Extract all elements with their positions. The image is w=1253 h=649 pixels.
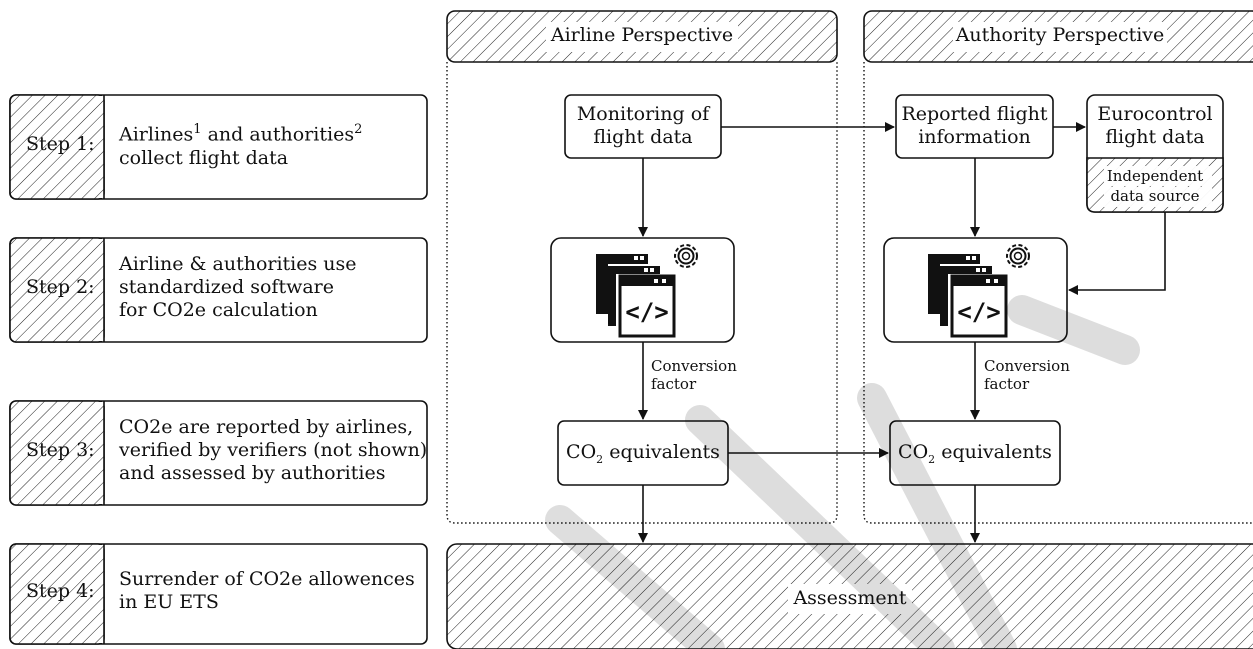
airline-conversion-line2: factor [651,375,697,394]
authority-conversion-factor: Conversion factor [984,357,1070,394]
step-4-line2: in EU ETS [119,591,219,614]
step-1-airlines: Airlines [119,123,194,146]
airline-co2-subscript: 2 [596,452,604,466]
eurocontrol-box [1086,94,1224,213]
step-2-text: Airline & authorities use standardized s… [119,253,357,323]
airline-software-box [550,237,735,343]
authority-conversion-line1: Conversion [984,357,1070,375]
step-3-line3: and assessed by authorities [119,462,386,485]
step-2-label: Step 2: [26,276,95,298]
step-4-line1: Surrender of CO2e allowences [119,568,415,590]
authority-perspective-panel [863,10,1253,524]
step-2-line3: for CO2e calculation [119,299,318,322]
reported-line2: information [918,126,1031,149]
airline-perspective-title: Airline Perspective [550,24,734,46]
eurocontrol-line2: flight data [1105,126,1205,149]
independent-line2: data source [1110,186,1200,205]
authority-conversion-line2: factor [984,375,1030,394]
step-2-line1: Airline & authorities use [119,253,357,275]
step-1-box [9,94,428,200]
step-3-line2: verified by verifiers (not shown) [119,439,428,462]
step-3-label: Step 3: [26,439,95,461]
step-3-line1: CO2e are reported by airlines, [119,416,414,438]
reported-flight-text: Reported flight information [896,103,1053,149]
step-1-line2: collect flight data [119,146,289,169]
airline-conversion-factor: Conversion factor [651,357,737,394]
airline-co2-label: CO2 equivalents [558,441,728,466]
step-4-text: Surrender of CO2e allowences in EU ETS [119,568,415,614]
monitoring-line1: Monitoring of [576,103,710,125]
step-4-box [9,543,428,645]
arrow-eurocontrol-to-software [1068,212,1166,295]
footnote-1: 1 [193,122,202,137]
airline-co2-prefix: CO [566,441,597,463]
step-3-box [9,400,428,506]
step-3-text: CO2e are reported by airlines, verified … [119,416,427,486]
step-1-authorities: and authorities [201,123,355,146]
authority-perspective-title: Authority Perspective [955,24,1165,46]
airline-co2-suffix: equivalents [603,441,720,463]
footnote-2: 2 [354,122,363,137]
independent-data-source: Independent data source [1087,167,1223,206]
draft-watermark [545,295,1140,649]
step-1-text: Airlines1 and authorities2 collect fligh… [119,122,362,170]
step-2-box [9,237,428,343]
step-2-line2: standardized software [119,276,334,299]
authority-co2-label: CO2 equivalents [890,441,1060,466]
eurocontrol-text: Eurocontrol flight data [1087,103,1223,149]
authority-co2-suffix: equivalents [935,441,1052,463]
step-1-label: Step 1: [26,133,95,155]
assessment-box [446,543,1253,649]
eurocontrol-line1: Eurocontrol [1097,103,1213,125]
authority-co2-subscript: 2 [928,452,936,466]
authority-co2-prefix: CO [898,441,929,463]
assessment-label: Assessment [793,587,907,609]
monitoring-line2: flight data [593,126,693,149]
step-4-label: Step 4: [26,580,95,602]
independent-line1: Independent [1106,167,1204,185]
airline-conversion-line1: Conversion [651,357,737,375]
monitoring-text: Monitoring of flight data [565,103,721,149]
reported-line1: Reported flight [901,103,1048,125]
airline-perspective-panel [446,10,838,524]
